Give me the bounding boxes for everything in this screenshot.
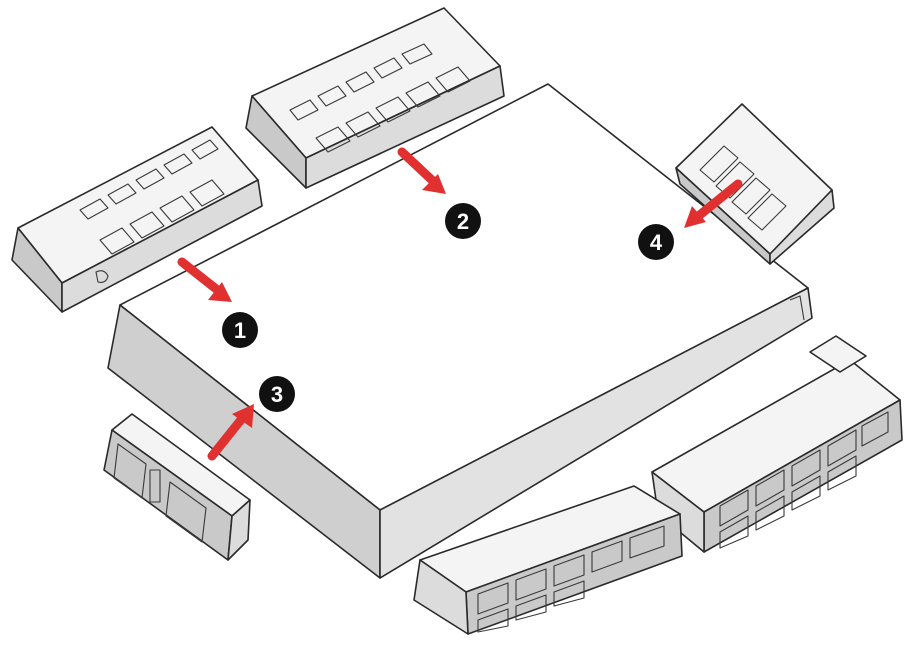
end-block-4-side xyxy=(769,189,835,265)
end-block-1-slots xyxy=(79,139,225,255)
end-block-1-side xyxy=(61,179,263,313)
callout-3: 3 xyxy=(259,376,295,412)
end-block-3-latch xyxy=(149,469,161,503)
central-box-opening xyxy=(789,295,805,321)
end-block-2 xyxy=(245,7,505,189)
arrow-4 xyxy=(684,179,743,228)
side-rail-right-post xyxy=(809,335,867,373)
side-rail-right xyxy=(651,335,903,553)
end-block-3-window-left xyxy=(113,443,147,499)
arrows xyxy=(177,147,743,461)
callout-1-label: 1 xyxy=(234,318,246,343)
callout-4: 4 xyxy=(638,224,674,260)
callout-2-label: 2 xyxy=(457,209,469,234)
callout-2: 2 xyxy=(445,203,481,239)
callout-1: 1 xyxy=(222,312,258,348)
central-box-side xyxy=(379,287,813,579)
side-rail-right-windows xyxy=(719,411,889,549)
arrow-1 xyxy=(177,257,232,302)
callout-3-label: 3 xyxy=(271,382,283,407)
end-block-3-side xyxy=(227,499,251,561)
end-block-1 xyxy=(11,126,263,313)
side-rail-bottom-windows xyxy=(477,525,665,633)
side-rail-bottom-side xyxy=(413,559,469,635)
end-block-3-window-right xyxy=(165,481,207,543)
end-block-2-side xyxy=(305,65,505,189)
side-rail-bottom xyxy=(413,485,683,635)
end-block-3 xyxy=(103,413,251,561)
arrow-3 xyxy=(207,404,254,461)
end-block-4 xyxy=(675,103,835,265)
end-block-2-slots xyxy=(289,43,471,153)
arrow-2 xyxy=(397,147,446,194)
end-block-1-notch xyxy=(95,270,109,283)
callout-4-label: 4 xyxy=(650,230,663,255)
